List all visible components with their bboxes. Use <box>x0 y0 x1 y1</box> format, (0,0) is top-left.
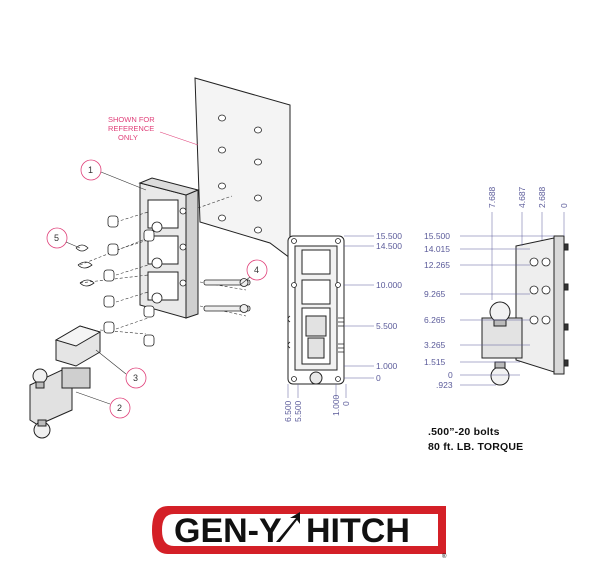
front-bottom-dim-0: 0 <box>341 401 351 406</box>
gen-y-hitch-logo: GEN-Y HITCH ® <box>152 506 447 560</box>
callout-1 <box>80 159 147 191</box>
front-view <box>287 235 345 385</box>
side-top-dim-4687: 4.687 <box>517 186 527 208</box>
torque-spec: 80 ft. LB. TORQUE <box>428 441 524 453</box>
reference-plate <box>194 77 291 259</box>
side-view-top-dims: 7.688 4.687 2.688 0 <box>487 186 569 208</box>
bolts <box>103 215 155 347</box>
clips <box>75 244 95 287</box>
note-line-2: REFERENCE <box>108 124 154 133</box>
side-top-dim-0: 0 <box>559 203 569 208</box>
note-line-3: ONLY <box>118 133 138 142</box>
pins <box>203 278 251 313</box>
front-view-leaders <box>287 235 374 398</box>
side-view-leaders <box>460 212 565 386</box>
front-bottom-dim-6500: 6.500 <box>283 400 293 422</box>
registered-mark: ® <box>442 553 447 560</box>
logo-text-left: GEN-Y <box>174 512 282 550</box>
side-dim-6265: 6.265 <box>424 315 446 325</box>
callout-label-4: 4 <box>254 265 259 275</box>
front-dim-1000: 1.000 <box>376 361 398 371</box>
front-bottom-dim-5500: 5.500 <box>293 400 303 422</box>
front-dim-15500: 15.500 <box>376 231 402 241</box>
side-view-left-dims: 15.500 14.015 12.265 9.265 6.265 3.265 1… <box>424 231 453 390</box>
ball-mount <box>29 367 91 439</box>
callouts <box>46 159 268 419</box>
side-dim-15500: 15.500 <box>424 231 450 241</box>
callout-5 <box>46 227 81 249</box>
reference-note: SHOWN FOR REFERENCE ONLY <box>108 115 199 146</box>
callout-4 <box>239 259 268 286</box>
front-dim-0: 0 <box>376 373 381 383</box>
side-dim-923: .923 <box>436 380 453 390</box>
front-view-right-dims: 15.500 14.500 10.000 5.500 1.000 0 <box>376 231 402 383</box>
callout-label-5: 5 <box>54 233 59 243</box>
front-bottom-dim-1000: 1.000 <box>331 394 341 416</box>
side-dim-12265: 12.265 <box>424 260 450 270</box>
logo-text-right: HITCH <box>306 512 410 550</box>
callout-2 <box>75 391 131 419</box>
side-dim-14015: 14.015 <box>424 244 450 254</box>
front-view-bottom-dims: 6.500 5.500 1.000 0 <box>283 394 351 422</box>
callout-label-3: 3 <box>133 373 138 383</box>
side-top-dim-2688: 2.688 <box>537 186 547 208</box>
mount-body <box>138 177 200 319</box>
bolt-spec: .500”-20 bolts <box>428 426 500 438</box>
side-dim-9265: 9.265 <box>424 289 446 299</box>
side-dim-3265: 3.265 <box>424 340 446 350</box>
side-dim-1515: 1.515 <box>424 357 446 367</box>
front-dim-14500: 14.500 <box>376 241 402 251</box>
callout-label-2: 2 <box>117 403 122 413</box>
side-dim-0: 0 <box>448 370 453 380</box>
front-dim-10000: 10.000 <box>376 280 402 290</box>
callout-label-1: 1 <box>88 165 93 175</box>
side-view <box>481 235 569 386</box>
front-dim-5500: 5.500 <box>376 321 398 331</box>
logo-arrow-icon <box>276 512 300 542</box>
bracket <box>54 325 102 367</box>
callout-labels: 1 2 3 4 5 <box>54 165 259 413</box>
side-top-dim-7688: 7.688 <box>487 186 497 208</box>
callout-3 <box>95 349 147 389</box>
note-line-1: SHOWN FOR <box>108 115 155 124</box>
